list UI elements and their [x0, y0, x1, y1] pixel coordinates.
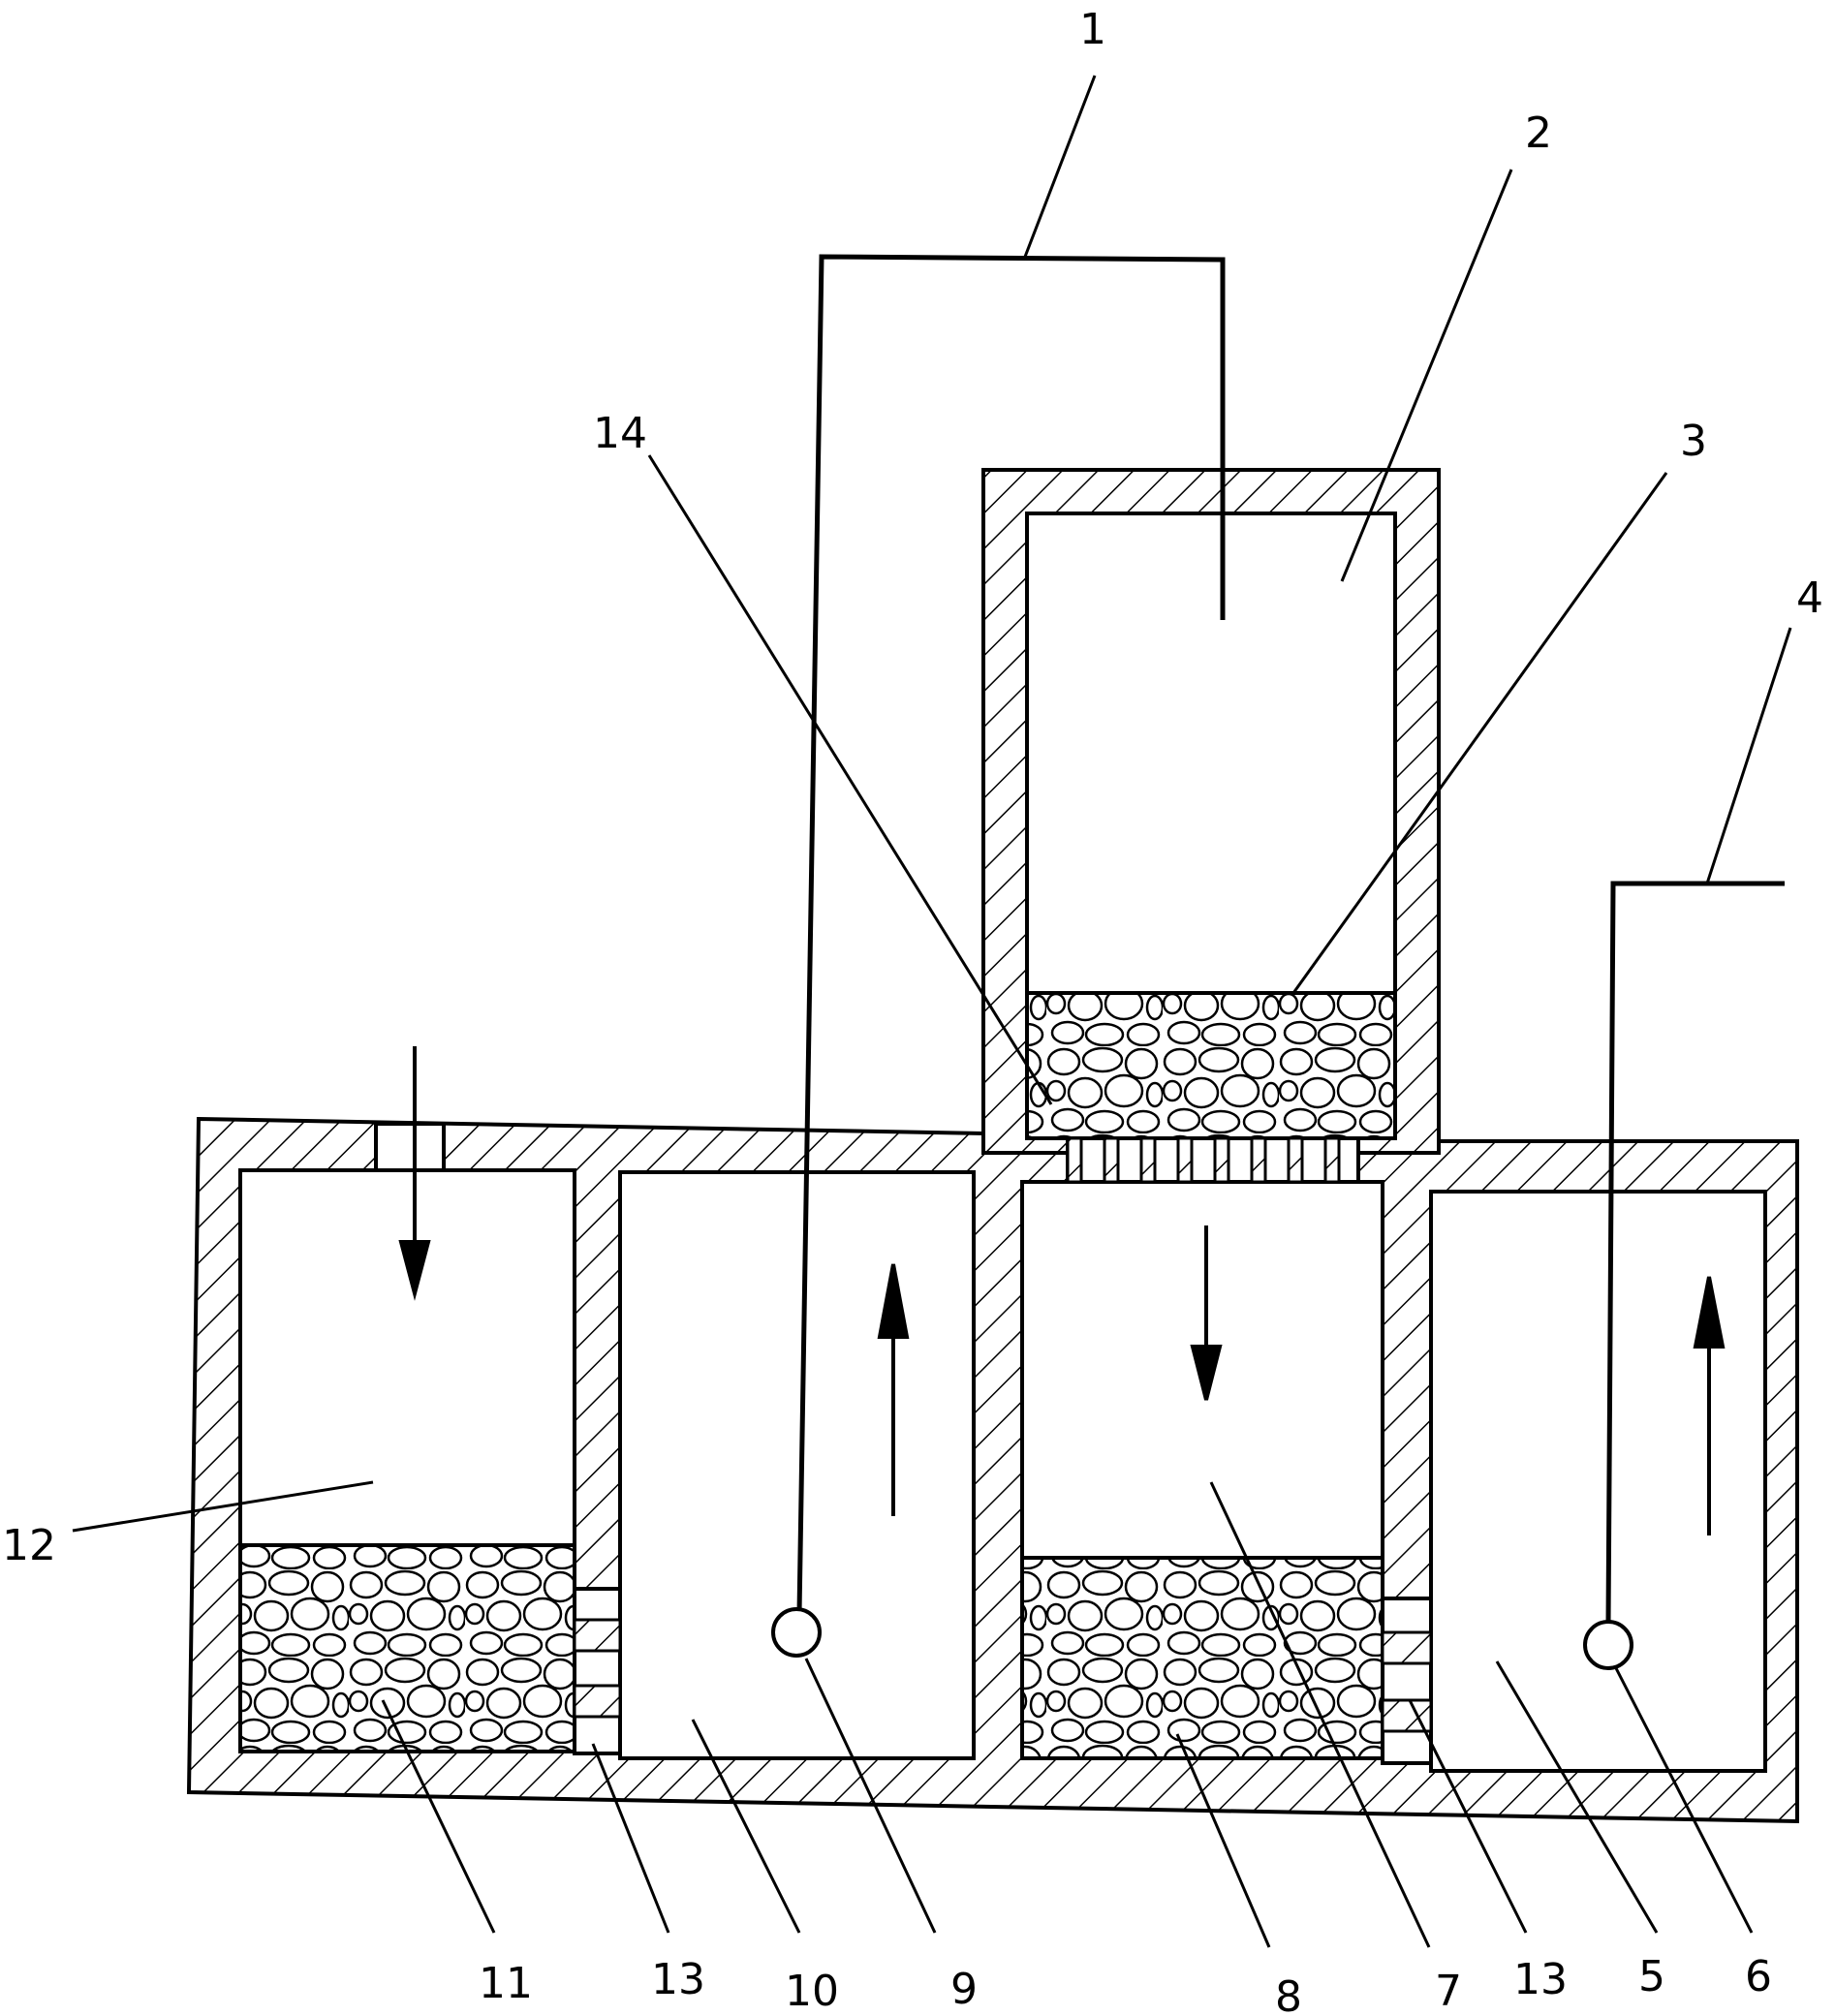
chamber-5	[1429, 1190, 1767, 1773]
label-14: 14	[593, 409, 647, 458]
filter-bed-3	[1025, 991, 1397, 1140]
label-9: 9	[950, 1965, 978, 2014]
label-8: 8	[1275, 1972, 1302, 2016]
label-12: 12	[2, 1521, 56, 1570]
label-7: 7	[1435, 1967, 1462, 2016]
pipe-4	[1605, 881, 1785, 1624]
chamber-10	[618, 1170, 976, 1760]
flow-arrows	[398, 1046, 1726, 1535]
passage-13-right	[1381, 1597, 1433, 1765]
arrow-down-chamber-7	[1190, 1345, 1223, 1401]
part-labels: 1 2 3 4 14 12 11 13 10 9 8 7 13 5 6	[2, 5, 1823, 2016]
pipe-inlet-9	[771, 1607, 822, 1658]
inlet-opening	[374, 1122, 446, 1172]
label-4: 4	[1796, 574, 1823, 623]
label-2: 2	[1525, 109, 1552, 158]
label-3: 3	[1680, 417, 1707, 466]
pipe-inlet-6	[1583, 1620, 1633, 1670]
label-10: 10	[785, 1967, 839, 2016]
passage-13-left	[573, 1587, 622, 1755]
filter-bed-11	[238, 1543, 576, 1753]
arrow-up-chamber-5	[1693, 1276, 1726, 1349]
arrow-up-chamber-10	[877, 1263, 910, 1339]
filter-bed-8	[1020, 1556, 1384, 1760]
label-13-left: 13	[651, 1955, 705, 2004]
perforated-plate-14	[1066, 1136, 1360, 1184]
label-6: 6	[1745, 1952, 1772, 2001]
label-5: 5	[1638, 1952, 1665, 2001]
leader-lines	[72, 75, 1792, 1948]
label-13-right: 13	[1513, 1955, 1568, 2004]
arrow-down-chamber-12	[398, 1240, 431, 1301]
pipe-1	[796, 254, 1226, 1614]
label-1: 1	[1079, 5, 1106, 54]
label-11: 11	[479, 1959, 533, 2008]
